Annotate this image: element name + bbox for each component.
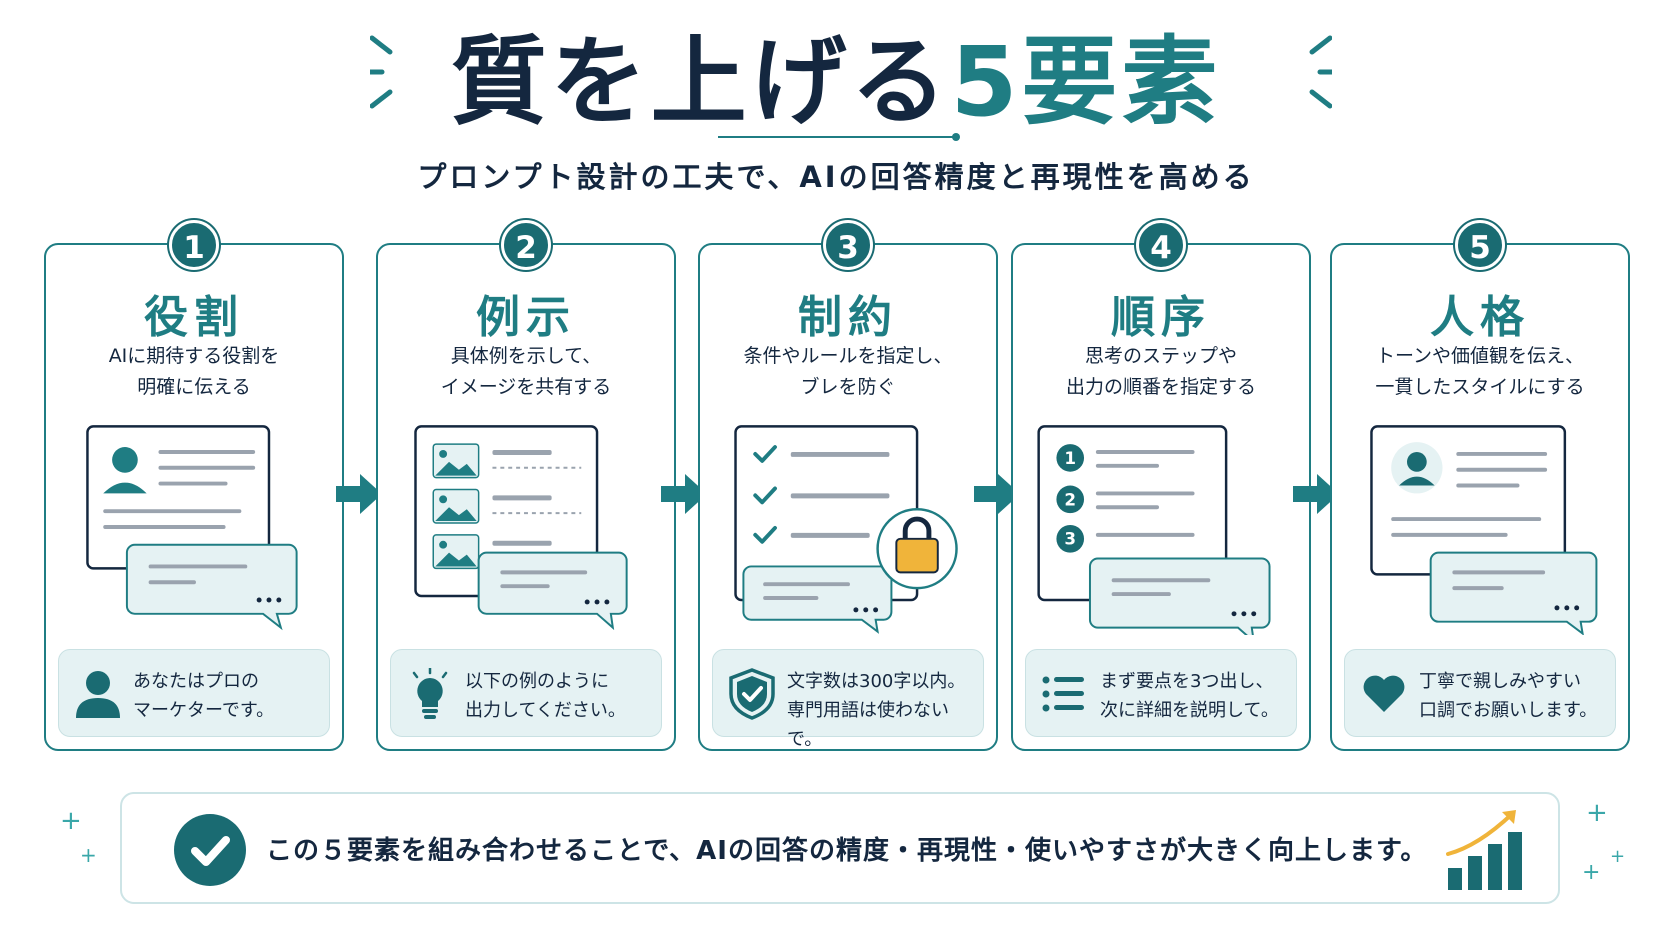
card-description: 条件やルールを指定し、 ブレを防ぐ [743, 345, 953, 398]
example-text: 丁寧で親しみやすい 口調でお願いします。 [1419, 671, 1598, 721]
example-text: あなたはプロの マーケターです。 [133, 671, 275, 721]
svg-text:3: 3 [1064, 529, 1076, 549]
card-constraint: 3 制約 条件やルールを指定し、 ブレを防ぐ 文字数は300字以内。 専門用語は… [698, 220, 998, 751]
example-text: 文字数は300字以内。 専門用語は使わないで。 [787, 671, 966, 750]
card-number: 3 [823, 220, 873, 270]
card-title: 順序 [1111, 292, 1211, 343]
summary-text: この５要素を組み合わせることで、AIの回答の精度・再現性・使いやすさが大きく向上… [266, 836, 1428, 866]
example-box: 以下の例のように 出力してください。 [390, 649, 662, 737]
heart-icon [1363, 675, 1405, 712]
sparkle-icon: + [1582, 860, 1601, 885]
example-text: まず要点を3つ出し、 次に詳細を説明して。 [1100, 671, 1279, 721]
page-title: 質を上げる5要素 [0, 22, 1672, 142]
subtitle: プロンプト設計の工夫で、AIの回答精度と再現性を高める [417, 160, 1255, 194]
card-title: 制約 [798, 292, 898, 343]
card-role: 1 役割 AIに期待する役割を 明確に伝える あなたはプロの マーケターです。 [44, 220, 344, 751]
svg-text:2: 2 [1064, 489, 1076, 509]
card-description: 具体例を示して、 イメージを共有する [440, 345, 612, 398]
card-order: 4 順序 思考のステップや 出力の順番を指定する 1 2 3 まず要点を3つ出し… [1011, 220, 1311, 751]
card-number: 1 [169, 220, 219, 270]
sparkle-icon: + [60, 806, 82, 836]
checklist-lock-illustration [734, 425, 958, 634]
image-samples-illustration [414, 425, 628, 631]
card-description: AIに期待する役割を 明確に伝える [108, 345, 280, 398]
card-persona: 5 人格 トーンや価値観を伝え、 一貫したスタイルにする 丁寧で親しみやすい 口… [1330, 220, 1630, 751]
sparkle-icon: + [80, 843, 97, 867]
sparkle-icon: + [1586, 798, 1608, 828]
card-example: 2 例示 具体例を示して、 イメージを共有する [376, 220, 676, 751]
card-title: 役割 [144, 292, 244, 343]
example-text: 以下の例のように 出力してください。 [465, 671, 626, 721]
example-box: あなたはプロの マーケターです。 [58, 649, 330, 737]
numbered-steps-illustration: 1 2 3 [1037, 425, 1271, 635]
persona-profile-illustration [1370, 425, 1598, 635]
person-icon [76, 671, 120, 718]
decorative-rays-left [370, 35, 393, 109]
arrow-right-icon [974, 474, 1020, 514]
check-circle-icon [174, 814, 246, 886]
card-number: 5 [1455, 220, 1505, 270]
card-description: 思考のステップや 出力の順番を指定する [1065, 345, 1256, 398]
example-box: 丁寧で親しみやすい 口調でお願いします。 [1344, 649, 1616, 737]
card-title: 人格 [1430, 292, 1530, 343]
list-icon [1042, 676, 1084, 712]
svg-text:1: 1 [1064, 448, 1076, 468]
sparkle-icon: + [1610, 846, 1626, 867]
role-profile-illustration [86, 425, 298, 631]
title-underline-dot [952, 133, 960, 141]
example-box: 文字数は300字以内。 専門用語は使わないで。 [712, 649, 984, 750]
card-number: 2 [501, 220, 551, 270]
summary-banner: この５要素を組み合わせることで、AIの回答の精度・再現性・使いやすさが大きく向上… [120, 792, 1560, 904]
example-box: まず要点を3つ出し、 次に詳細を説明して。 [1025, 649, 1297, 737]
arrow-right-icon [1293, 474, 1339, 514]
title-accent: 5要素 [950, 26, 1222, 138]
card-description: トーンや価値観を伝え、 一貫したスタイルにする [1375, 345, 1585, 398]
card-number: 4 [1136, 220, 1186, 270]
growth-chart-icon [1446, 810, 1522, 890]
arrow-right-icon [336, 474, 382, 514]
title-underline [718, 136, 954, 138]
lightbulb-icon [412, 668, 448, 719]
shield-check-icon [729, 668, 775, 720]
decorative-rays-right [1309, 35, 1332, 109]
arrow-right-icon [661, 474, 707, 514]
title-main: 質を上げる [450, 26, 951, 138]
card-title: 例示 [476, 292, 576, 343]
